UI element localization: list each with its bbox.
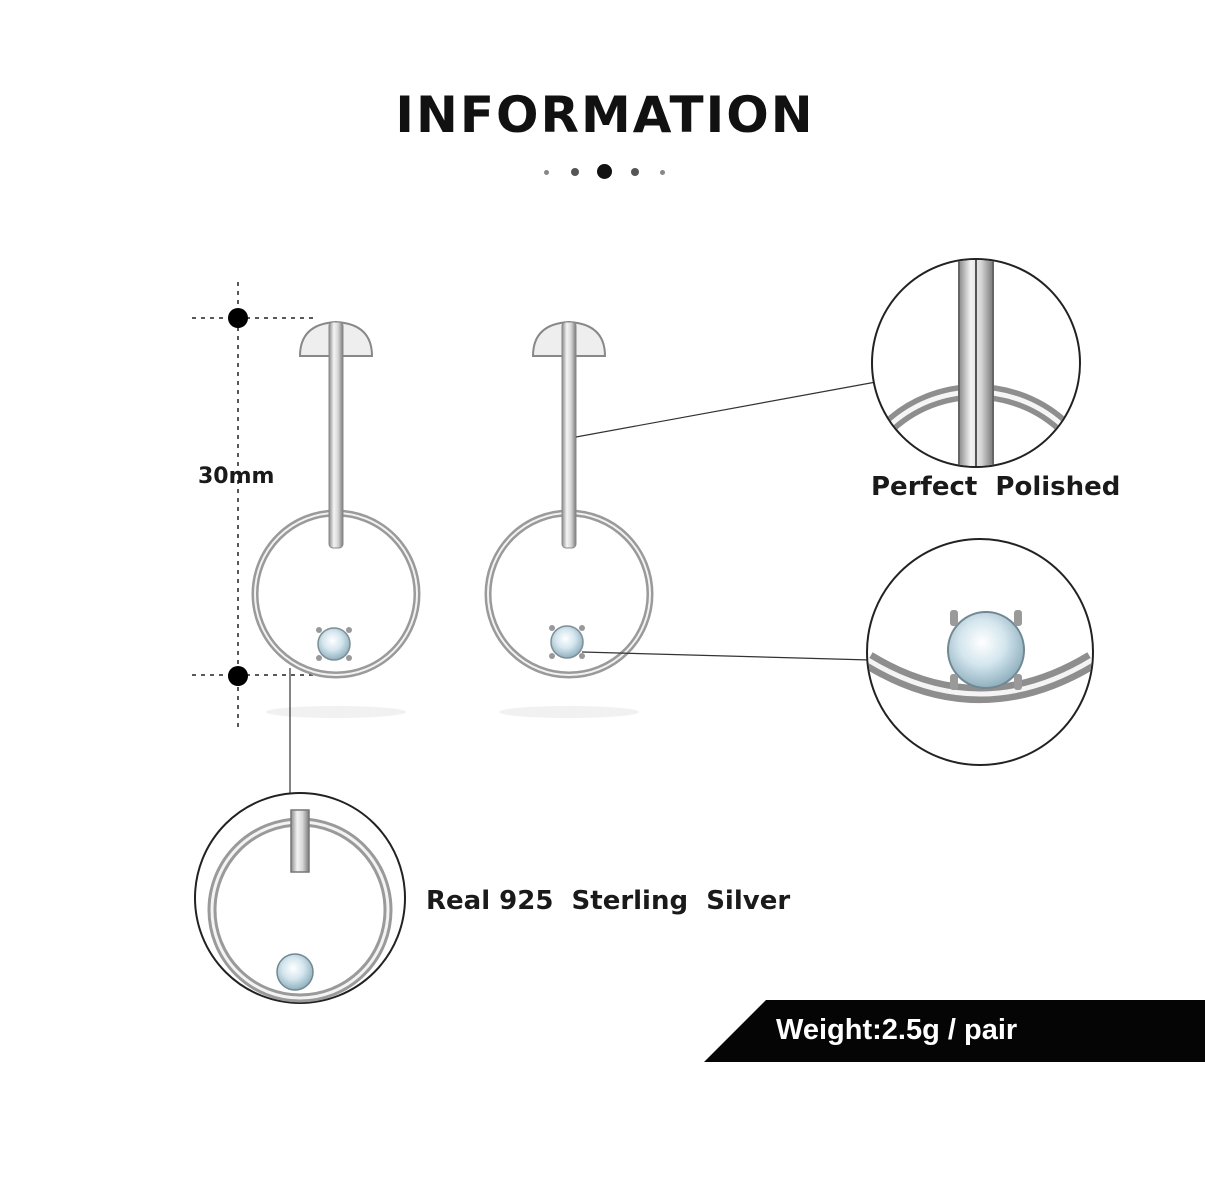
polished-label: Perfect Polished [871,472,1121,502]
weight-banner [704,1000,1205,1062]
title-divider-dots [540,162,670,182]
zoom-circle-polished [871,258,1081,468]
divider-dot [571,168,579,176]
zoom-circle-stone [866,538,1094,766]
divider-dot [631,168,639,176]
divider-dot [597,164,612,179]
divider-dot [544,170,549,175]
callout-line [575,381,877,438]
right-earring [484,320,654,718]
zoom-circle-ring [194,792,406,1004]
page-title: INFORMATION [395,86,815,144]
dimension-marker [192,282,330,730]
material-label: Real 925 Sterling Silver [426,886,791,916]
dimension-label: 30mm [198,464,275,489]
weight-label: Weight:2.5g / pair [776,1014,1018,1046]
callout-line [581,651,871,661]
left-earring [251,320,421,718]
divider-dot [660,170,665,175]
